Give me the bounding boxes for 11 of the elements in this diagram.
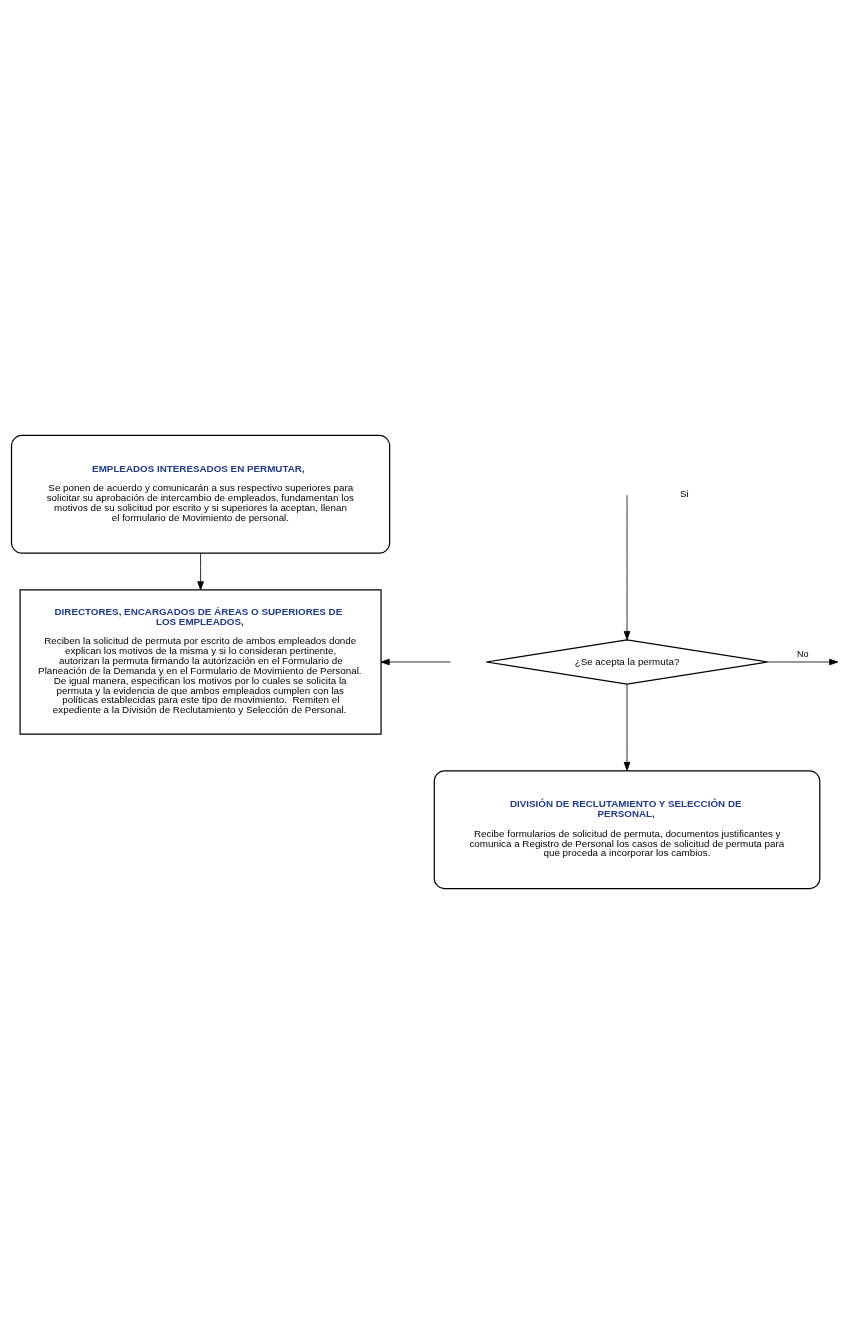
arrow (197, 552, 204, 590)
node-diamond: ¿Se acepta la permuta? (485, 638, 769, 685)
arrow (380, 658, 451, 665)
arrow (623, 494, 631, 640)
node-box: EMPLEADOS INTERESADOS EN PERMUTAR, Se ponen de acuerdo y comunicarán a sus respectivo superiores para solicitar su aprobación de intercambio de empleados, fundamentan los motivos de su solicitud por escrito y si superiores la aceptan, llenan el formulario de Movimiento de personal. (10, 434, 391, 554)
label: Si (679, 487, 689, 499)
node-box: DIVISIÓN DE RECLUTAMIENTO Y SELECCIÓN DE PERSONAL, Recibe formularios de solicitud de permuta, documentos justificantes y comunica a Registro de Personal los casos de solicitud de permuta para que proceda a incorporar los cambios. (433, 769, 821, 889)
node-box: DIRECTORES, ENCARGADOS DE ÁREAS O SUPERIORES DE LOS EMPLEADOS, Reciben la solicitud de permuta por escrito de ambos empleados donde explican los motivos de la misma y si lo consideran pertinente, autorizan la permuta firmando la autorización en el Formulario de Planeación de la Demanda y en el Formulario de Movimiento de Personal. De igual manera, especifican los motivos por lo cuales se solicita la permuta y la evidencia de que ambos empleados cumplen con las políticas establecidas para este tipo de movimiento. Remiten el expediente a la División de Reclutamiento y Selección de Personal. (19, 588, 382, 735)
arrow (623, 683, 631, 771)
edge-label: No (797, 648, 809, 659)
arrow (767, 658, 839, 665)
